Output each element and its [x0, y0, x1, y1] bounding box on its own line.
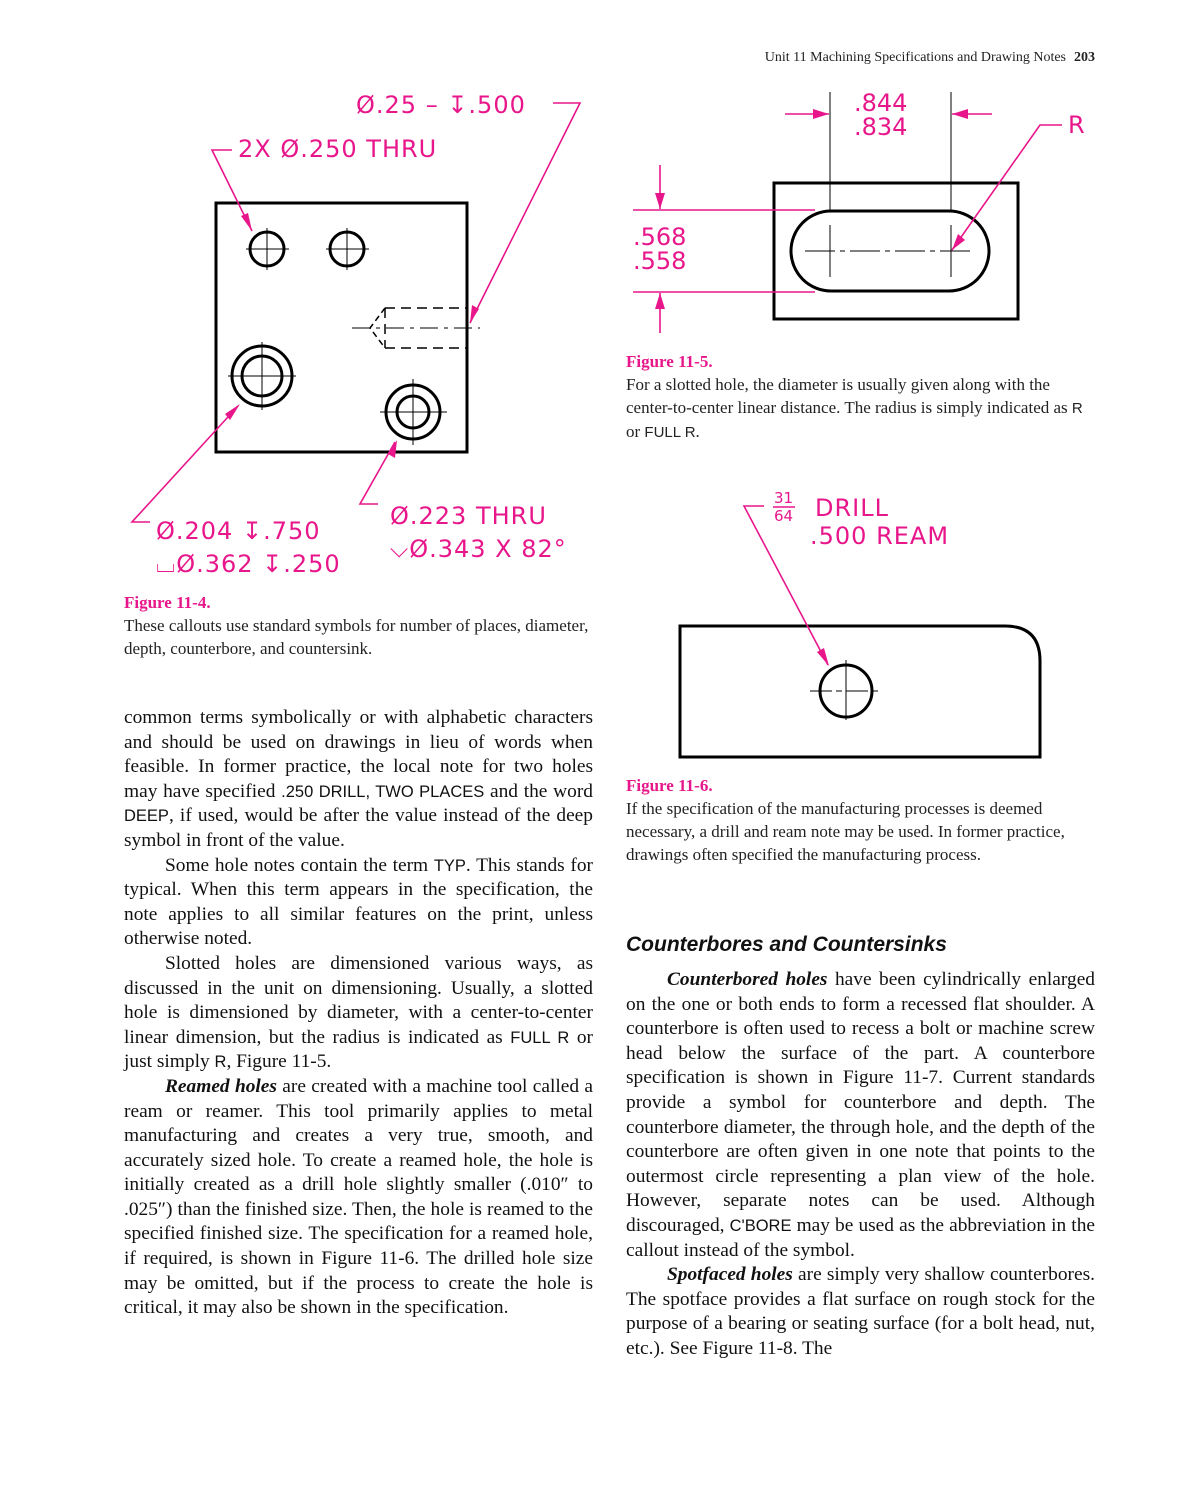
term-counterbored-holes: Counterbored holes: [667, 969, 828, 990]
page-number: 203: [1074, 50, 1095, 65]
section-heading: Counterbores and Countersinks: [626, 933, 947, 956]
figure-11-5-caption-title: Figure 11-5.: [626, 352, 713, 371]
callout-top-right: Ø.25 – ↧.500: [356, 91, 526, 119]
figure-11-6-drawing: 31 64 DRILL .500 REAM: [678, 489, 1042, 759]
fraction-denominator: 64: [774, 507, 793, 525]
code-cbore: C'BORE: [729, 1216, 792, 1235]
p2-text-a: Some hole notes contain the term: [165, 854, 434, 876]
figure-11-6-caption-text: If the specification of the manufacturin…: [626, 799, 1065, 864]
figure-11-4-caption-text: These callouts use standard symbols for …: [124, 616, 589, 658]
countersink-hole: [380, 379, 447, 445]
slot: [789, 209, 991, 293]
paragraph-1: common terms symbolically or with alphab…: [124, 706, 593, 854]
term-spotfaced-holes: Spotfaced holes: [667, 1264, 793, 1286]
p1-text-b: and the word: [484, 780, 593, 802]
running-title: Unit 11 Machining Specifications and Dra…: [764, 50, 1066, 65]
plate-outline: [678, 624, 1042, 759]
arrowhead-bottom-right: [388, 440, 397, 458]
callout-bottom-right-line2: ⌵Ø.343 X 82°: [390, 535, 567, 563]
figure-11-6-caption-title: Figure 11-6.: [626, 776, 713, 795]
figure-11-5-caption: Figure 11-5. For a slotted hole, the dia…: [626, 350, 1096, 444]
caption-code-r: R: [1071, 400, 1083, 417]
arrowhead-top-left: [241, 213, 252, 231]
dim-left-lower: .558: [633, 247, 686, 275]
p2-code-typ: TYP: [433, 856, 466, 875]
caption-code-full-r: FULL R: [644, 424, 696, 441]
leader-bottom-right: [358, 441, 396, 505]
p1-code-drill: .250 DRILL, TWO PLACES: [281, 782, 485, 801]
callout-bottom-left-line1: Ø.204 ↧.750: [156, 517, 321, 545]
figure-11-5-drawing: .844 .834 R .568 .558: [633, 89, 1085, 333]
p1-text-a: common terms symbolically or with alphab…: [124, 707, 593, 802]
fraction-numerator: 31: [774, 489, 793, 507]
p3-text-a: Slotted holes are dimensioned various wa…: [124, 952, 593, 1048]
p3-code-full-r: FULL R: [510, 1028, 570, 1047]
dim-top-upper: .844: [854, 89, 907, 117]
leader-top-right: [469, 102, 582, 324]
p3-text-b: or just simply: [124, 1026, 593, 1073]
counterbore-hole: [228, 342, 296, 410]
thru-hole-2: [326, 228, 369, 270]
thru-hole-1: [246, 228, 289, 270]
callout-bottom-right-line1: Ø.223 THRU: [390, 502, 547, 530]
leader-drill: [742, 505, 829, 666]
counterbored-text-b: may be used as the abbreviation in the c…: [626, 1214, 1095, 1261]
paragraph-spotfaced: Spotfaced holes are simply very shallow …: [626, 1263, 1095, 1361]
paragraph-counterbored: Counterbored holes have been cylindrical…: [626, 968, 1095, 1263]
callout-top-left: 2X Ø.250 THRU: [238, 135, 437, 163]
arrowhead-bottom-left: [225, 404, 240, 420]
p1-code-deep: DEEP: [124, 807, 169, 826]
arrowhead-drill: [817, 648, 829, 666]
dim-left-upper: .568: [633, 223, 686, 251]
ream-label: .500 REAM: [810, 522, 949, 550]
leader-bottom-left: [130, 405, 239, 523]
right-body-column: Counterbored holes have been cylindrical…: [626, 968, 1095, 1362]
counterbored-text-a: have been cylindrically enlarged on the …: [626, 969, 1096, 1236]
p3-text-c: , Figure 11-5.: [226, 1051, 332, 1073]
p1-text-c: , if used, would be after the value inst…: [124, 805, 593, 851]
paragraph-3: Slotted holes are dimensioned various wa…: [124, 952, 593, 1075]
leader-top-left: [210, 149, 253, 232]
arrowhead-top-right: [470, 305, 479, 323]
figure-11-6-caption: Figure 11-6. If the specification of the…: [626, 774, 1096, 866]
drill-label: DRILL: [815, 494, 889, 522]
blind-hole-hidden-view: [352, 307, 480, 349]
p2-text-b: . This stands for typical. When this ter…: [124, 854, 593, 950]
p4-text: are created with a machine tool called a…: [124, 1075, 593, 1319]
paragraph-4: Reamed holes are created with a machine …: [124, 1075, 593, 1321]
slot-part-outline: [772, 181, 1020, 321]
figure-11-4-caption-title: Figure 11-4.: [124, 593, 211, 612]
spotfaced-text: are simply very shallow counterbores. Th…: [626, 1264, 1095, 1359]
figure-11-4-caption: Figure 11-4. These callouts use standard…: [124, 591, 594, 660]
term-reamed-holes: Reamed holes: [165, 1075, 277, 1097]
paragraph-2: Some hole notes contain the term TYP. Th…: [124, 854, 593, 952]
running-head: Unit 11 Machining Specifications and Dra…: [560, 50, 1095, 66]
callout-bottom-left-line2: ⌴Ø.362 ↧.250: [156, 550, 341, 578]
caption-text-end: .: [695, 422, 700, 441]
radius-label: R: [1068, 111, 1085, 139]
figure-11-4-drawing: Ø.25 – ↧.500 2X Ø.250 THRU Ø.204 ↧.750 ⌴…: [130, 91, 582, 578]
dim-top-lower: .834: [854, 113, 907, 141]
caption-text-or: or: [626, 422, 645, 441]
figure-11-5-caption-text: For a slotted hole, the diameter is usua…: [626, 375, 1072, 417]
left-body-column: common terms symbolically or with alphab…: [124, 706, 593, 1321]
p3-code-r: R: [214, 1053, 227, 1072]
